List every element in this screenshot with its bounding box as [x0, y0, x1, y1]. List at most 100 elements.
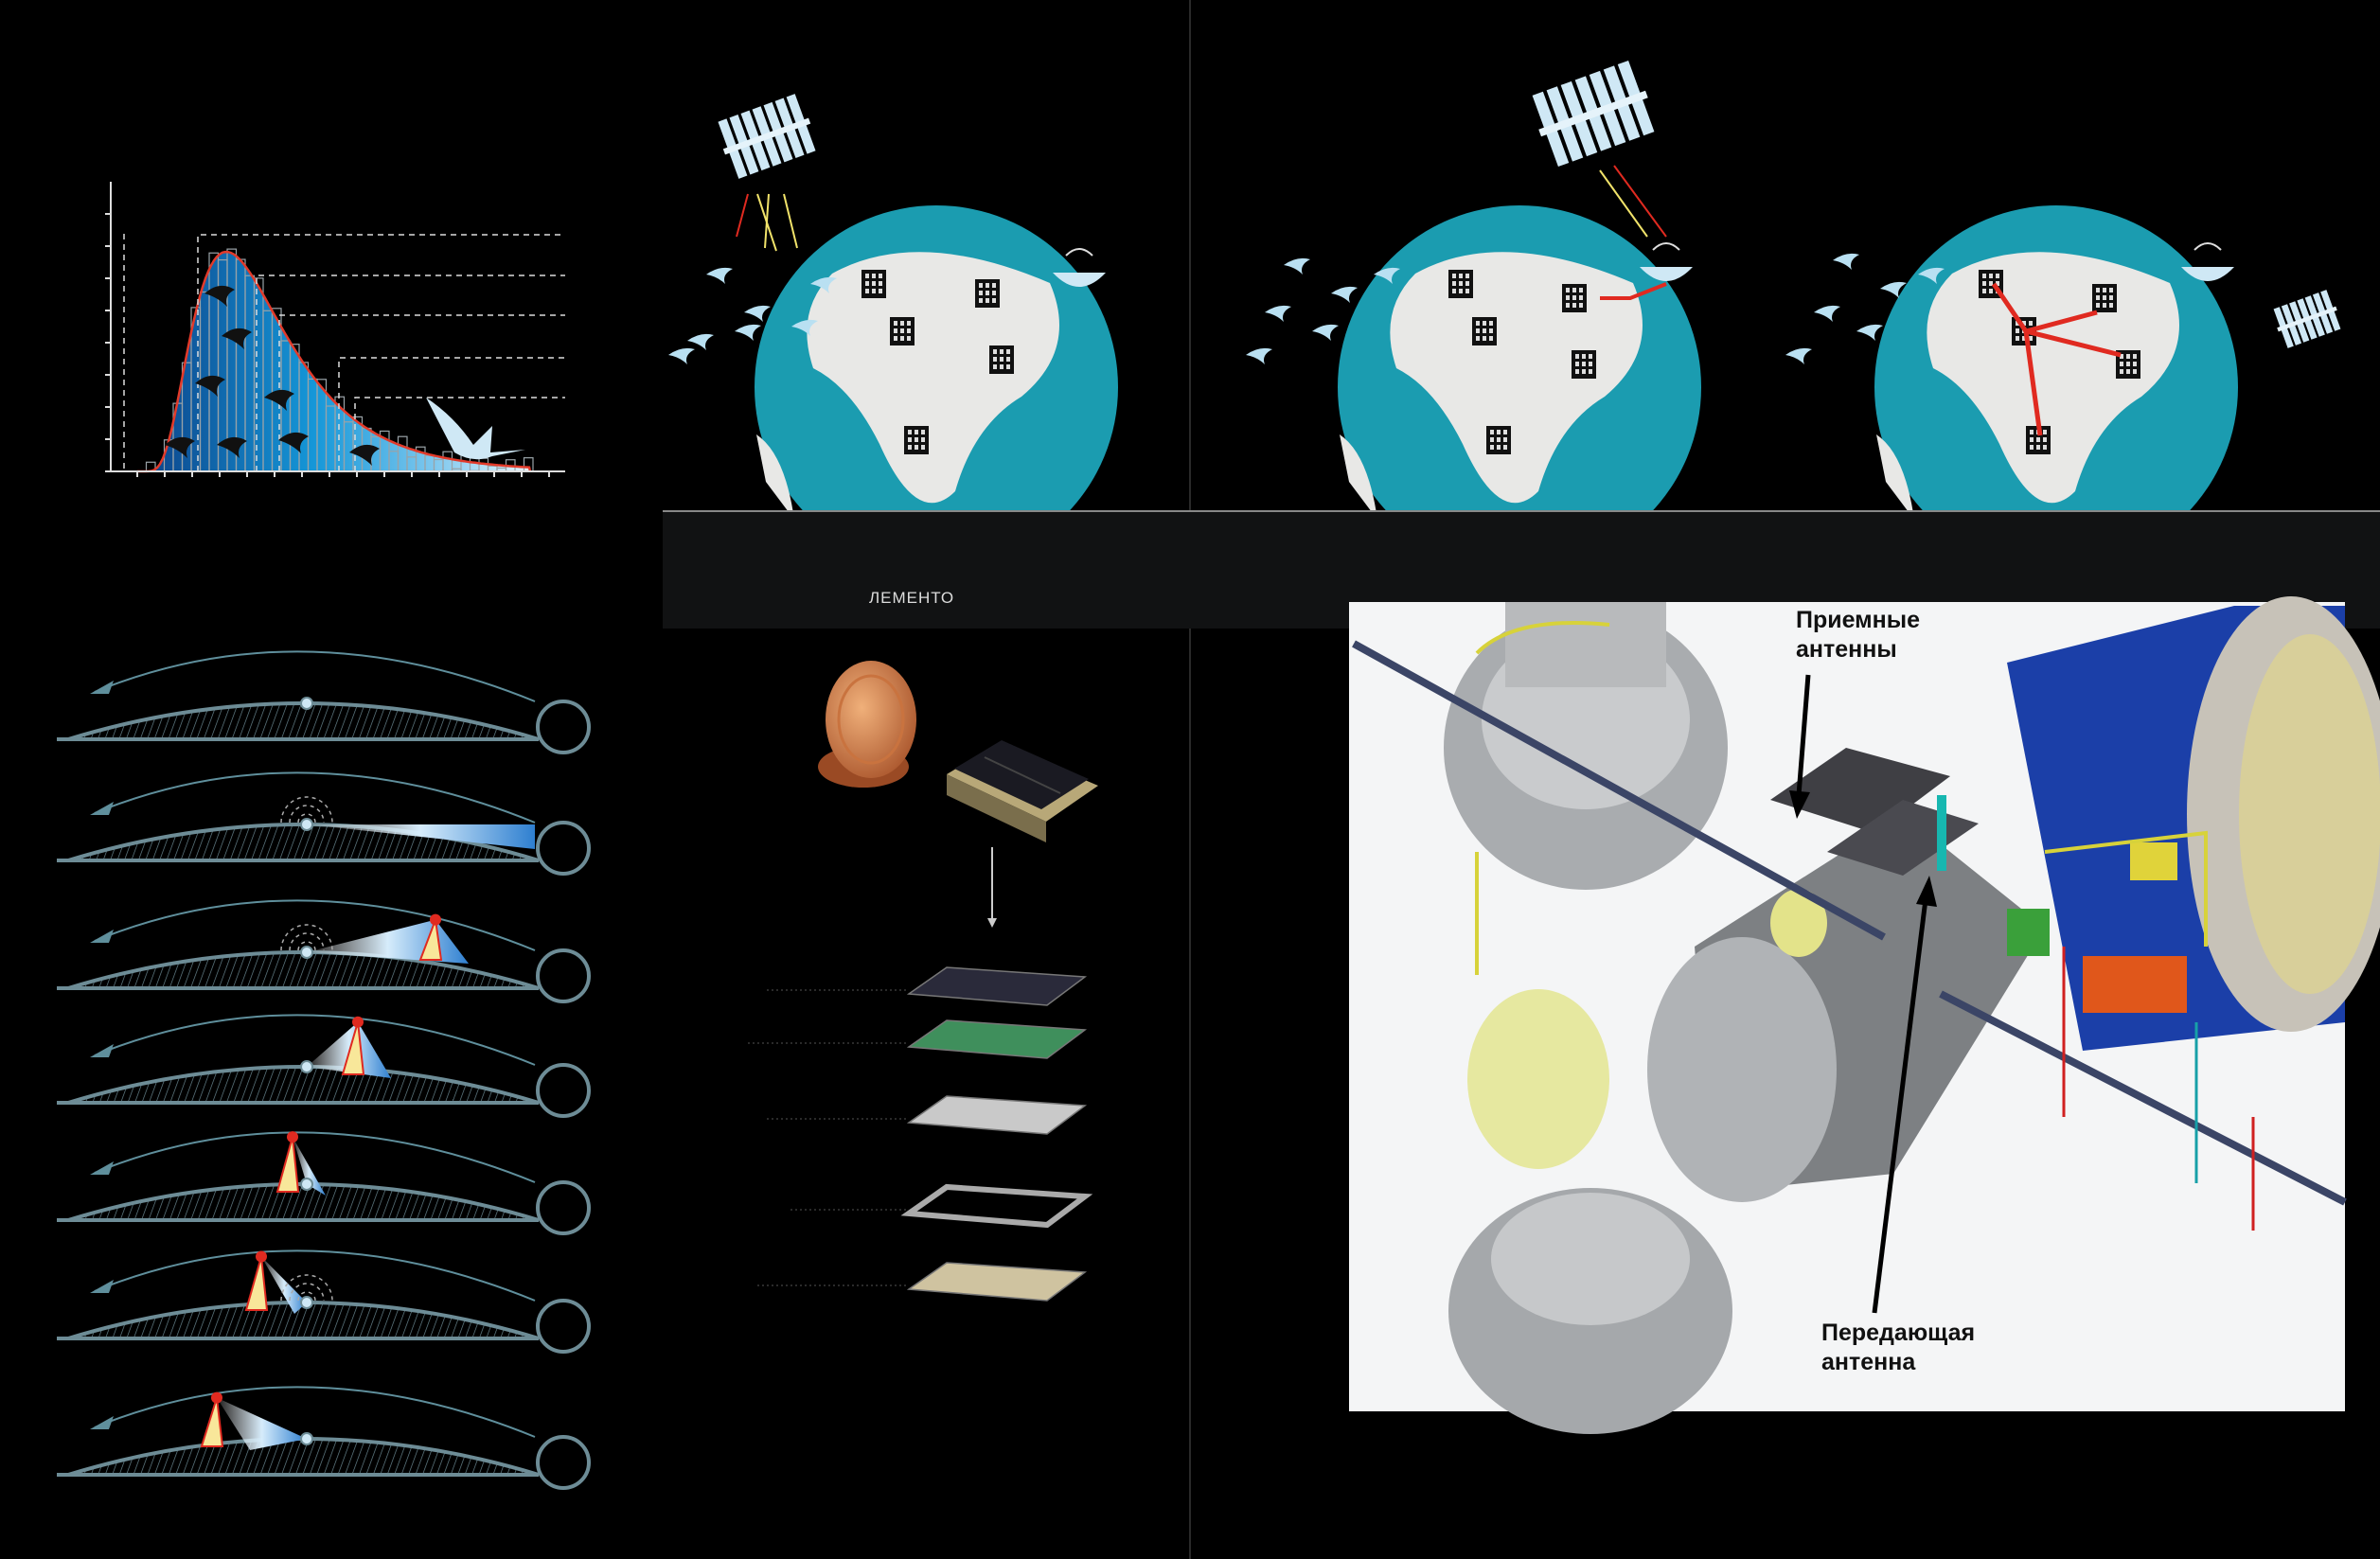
- bird-icon: [706, 267, 733, 284]
- ground-tag-icon: [300, 1296, 313, 1309]
- orbit-path: [94, 899, 536, 951]
- bird-icon: [791, 319, 818, 336]
- signal-waves-icon: [280, 796, 333, 824]
- bird-icon: [744, 305, 771, 322]
- orbit-path: [94, 771, 536, 824]
- bird-icon: [668, 347, 695, 364]
- dashed-threshold: [197, 234, 565, 471]
- sensor-cone: [341, 1021, 365, 1075]
- globe-1: [755, 205, 1118, 511]
- bird-silhouette-icon: [204, 285, 235, 307]
- distribution-curve: [137, 250, 532, 473]
- bird-silhouette-icon: [217, 436, 247, 458]
- continent: [756, 434, 793, 511]
- earth-surface: [67, 701, 540, 741]
- globe-3: [1874, 205, 2238, 511]
- histogram-diagram: [105, 182, 565, 477]
- bird-silhouette-icon: [195, 375, 225, 397]
- signal-waves-icon: [280, 1274, 333, 1302]
- ground-tag-icon: [300, 1432, 313, 1445]
- bird-icon: [1331, 286, 1358, 303]
- ground-tag-icon: [300, 946, 313, 959]
- orbit-row-7: [57, 1386, 591, 1490]
- globe-2: [1338, 205, 1701, 511]
- band-caption-fragment: ЛЕМЕНТО: [869, 589, 955, 607]
- bird-icon: [1814, 305, 1840, 322]
- orbit-arrow-icon: [90, 930, 114, 943]
- data-link: [2025, 328, 2122, 358]
- continent: [1340, 434, 1376, 511]
- swan-silhouette-icon: [426, 398, 525, 460]
- bird-silhouette-icon: [349, 444, 380, 466]
- signal-beam: [261, 1256, 307, 1314]
- signal-arrow: [736, 193, 749, 238]
- bird-silhouette-icon: [222, 328, 252, 349]
- ground-tag-icon: [300, 1178, 313, 1191]
- earth-icon: [536, 948, 591, 1003]
- sensor-cone: [418, 919, 443, 961]
- battery-layer: [906, 1095, 1088, 1135]
- signal-waves-icon: [297, 941, 316, 951]
- data-link: [2023, 330, 2043, 436]
- bird-silhouette-icon: [278, 432, 309, 453]
- data-link: [2025, 310, 2098, 334]
- continent: [1927, 252, 2179, 504]
- orbit-arrow-icon: [90, 802, 114, 815]
- ground-station-icon: [2181, 242, 2234, 281]
- earth-icon: [536, 1299, 591, 1354]
- sensor-cone: [275, 1136, 300, 1193]
- orbit-row-3: [57, 899, 591, 1003]
- orbit-path: [94, 1014, 536, 1066]
- earth-icon: [536, 700, 591, 754]
- dashed-threshold: [278, 314, 565, 471]
- signal-waves-icon: [289, 932, 325, 951]
- orbit-sequence: [57, 650, 591, 1490]
- satellite-icon: [287, 1131, 298, 1143]
- bird-icon: [1312, 324, 1339, 341]
- receiving-antennas-label: Приемные антенны: [1796, 607, 1921, 663]
- orbit-row-4: [57, 1014, 591, 1118]
- transmitting-antenna-arrow: [1872, 898, 1928, 1314]
- bird-icon: [735, 324, 761, 341]
- frame-layer: [900, 1183, 1093, 1229]
- earth-icon: [536, 821, 591, 876]
- bird-silhouette-icon: [165, 436, 195, 458]
- ground-station-icon: [1640, 242, 1693, 281]
- bird-icon: [1918, 267, 1945, 284]
- transmitting-antenna-label: Передающая антенна: [1821, 1320, 1976, 1375]
- orbit-row-2: [57, 771, 591, 876]
- iss-icon: [718, 94, 816, 179]
- earth-surface: [67, 1437, 540, 1477]
- signal-waves-icon: [289, 1283, 325, 1302]
- ground-tag-icon: [300, 697, 313, 710]
- data-link: [1991, 282, 2029, 333]
- orbit-path: [94, 1131, 536, 1183]
- casing-layer: [906, 1262, 1088, 1302]
- signal-beam: [293, 1137, 326, 1196]
- iss-icon: [1532, 60, 1655, 168]
- signal-arrow: [756, 193, 777, 252]
- sensor-cone: [244, 1256, 269, 1311]
- dashed-threshold: [256, 275, 565, 471]
- bird-icon: [1833, 253, 1859, 270]
- orbit-row-6: [57, 1249, 591, 1354]
- continent: [1876, 434, 1913, 511]
- signal-waves-icon: [280, 924, 333, 951]
- orbit-path: [94, 1386, 536, 1438]
- signal-waves-icon: [289, 805, 325, 824]
- signal-waves-icon: [297, 813, 316, 824]
- circuit-board-layer: [906, 1019, 1088, 1059]
- data-link: [1600, 282, 1667, 300]
- orbit-path: [94, 1249, 536, 1302]
- distribution-area: [137, 252, 530, 471]
- dashed-threshold: [354, 397, 565, 471]
- earth-icon: [536, 1435, 591, 1490]
- bird-icon: [1880, 281, 1907, 298]
- signal-arrow: [1613, 165, 1667, 238]
- earth-icon: [536, 1063, 591, 1118]
- orbit-arrow-icon: [90, 1280, 114, 1293]
- tracker-device: [947, 740, 1098, 842]
- ground-tag-icon: [300, 1060, 313, 1073]
- orbit-row-5: [57, 1131, 591, 1235]
